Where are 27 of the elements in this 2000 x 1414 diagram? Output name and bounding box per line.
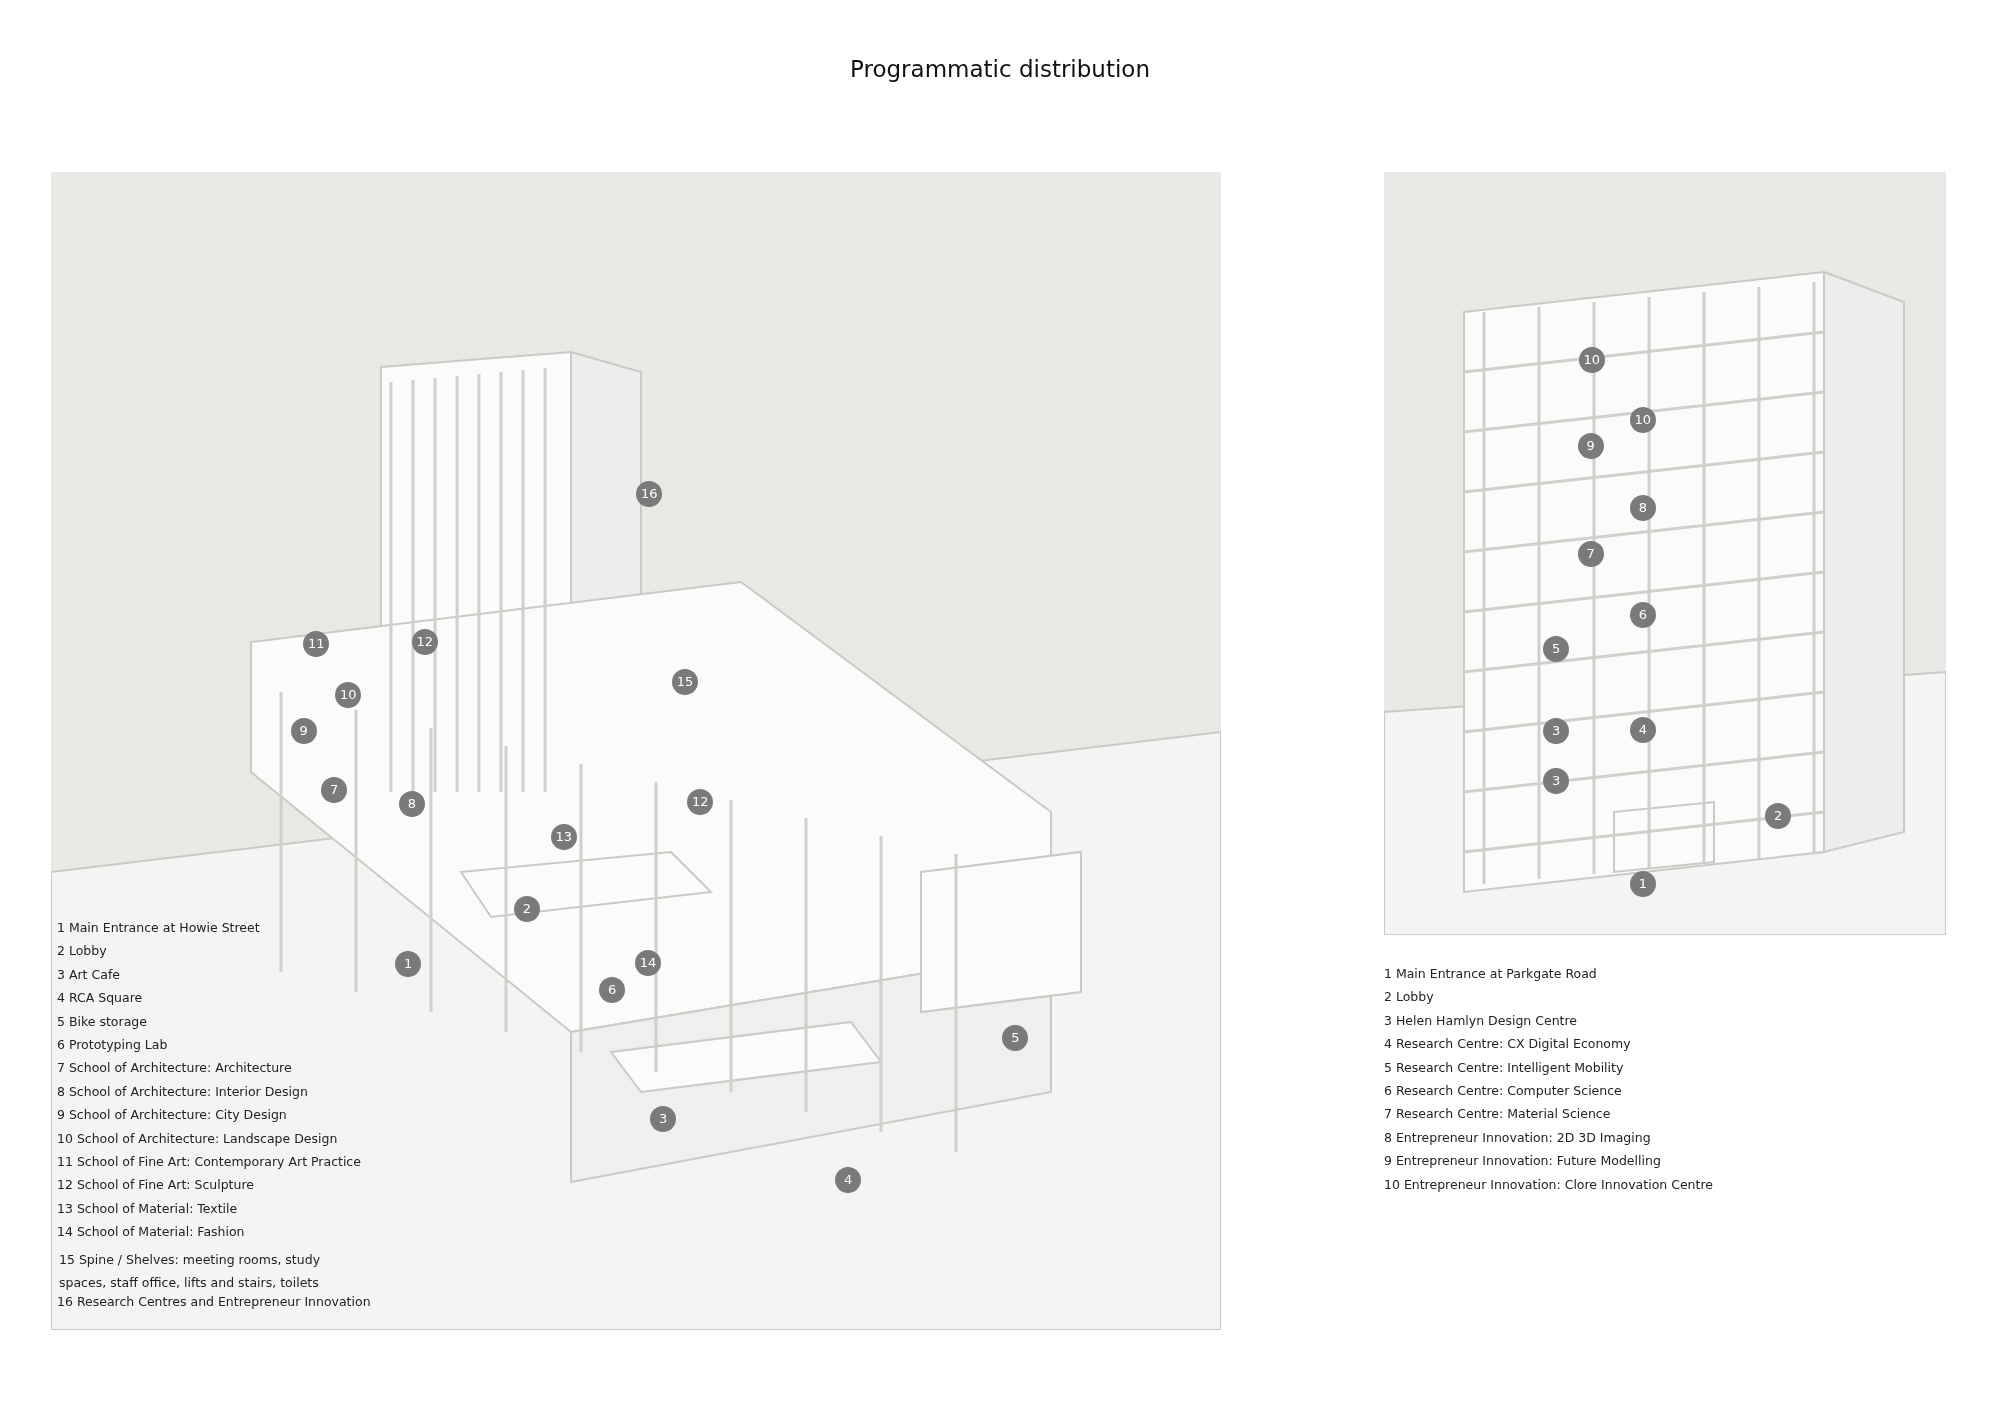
legend-entry: 7 School of Architecture: Architecture	[57, 1060, 292, 1076]
legend-entry: 5 Bike storage	[57, 1013, 147, 1029]
legend-entry: 8 Entrepreneur Innovation: 2D 3D Imaging	[1384, 1129, 1651, 1145]
legend-entry: 8 School of Architecture: Interior Design	[57, 1083, 308, 1099]
legend-entry: 14 School of Material: Fashion	[57, 1224, 245, 1240]
page-title: Programmatic distribution	[849, 56, 1151, 82]
legend-entry: 6 Research Centre: Computer Science	[1384, 1083, 1622, 1098]
legend-entry: 9 Entrepreneur Innovation: Future Modelling	[1384, 1153, 1661, 1169]
legend-entry: 1 Main Entrance at Parkgate Road	[1384, 966, 1597, 981]
legend-entry: 7 Research Centre: Material Science	[1384, 1106, 1611, 1122]
legend-entry: 3 Helen Hamlyn Design Centre	[1384, 1012, 1577, 1028]
legend-entry: 2 Lobby	[57, 943, 107, 959]
legend-entry: 6 Prototyping Lab	[57, 1037, 168, 1052]
legend-entry: 9 School of Architecture: City Design	[57, 1107, 287, 1123]
legend-entry: 11 School of Fine Art: Contemporary Art Practice	[57, 1154, 361, 1169]
legend-entry: 4 RCA Square	[57, 990, 143, 1006]
legend-entry: 2 Lobby	[1384, 989, 1434, 1005]
legend-entry: 16 Research Centres and Entrepreneur Innovation	[57, 1294, 371, 1310]
legend-entry: 4 Research Centre: CX Digital Economy	[1384, 1036, 1631, 1052]
legend-entry: 3 Art Cafe	[57, 966, 120, 982]
legend-entry: 10 Entrepreneur Innovation: Clore Innovation Centre	[1384, 1176, 1713, 1192]
legend-entry: 10 School of Architecture: Landscape Design	[57, 1130, 338, 1146]
legend-entry: 13 School of Material: Textile	[57, 1200, 238, 1216]
legend-entry: 5 Research Centre: Intelligent Mobility	[1384, 1059, 1624, 1075]
legend-entry: 15 Spine / Shelves: meeting rooms, study spaces, staff office, lifts and stairs, toilets	[58, 1250, 322, 1292]
legend-entry: 12 School of Fine Art: Sculpture	[57, 1177, 254, 1193]
legend-entry: 1 Main Entrance at Howie Street	[57, 920, 260, 935]
